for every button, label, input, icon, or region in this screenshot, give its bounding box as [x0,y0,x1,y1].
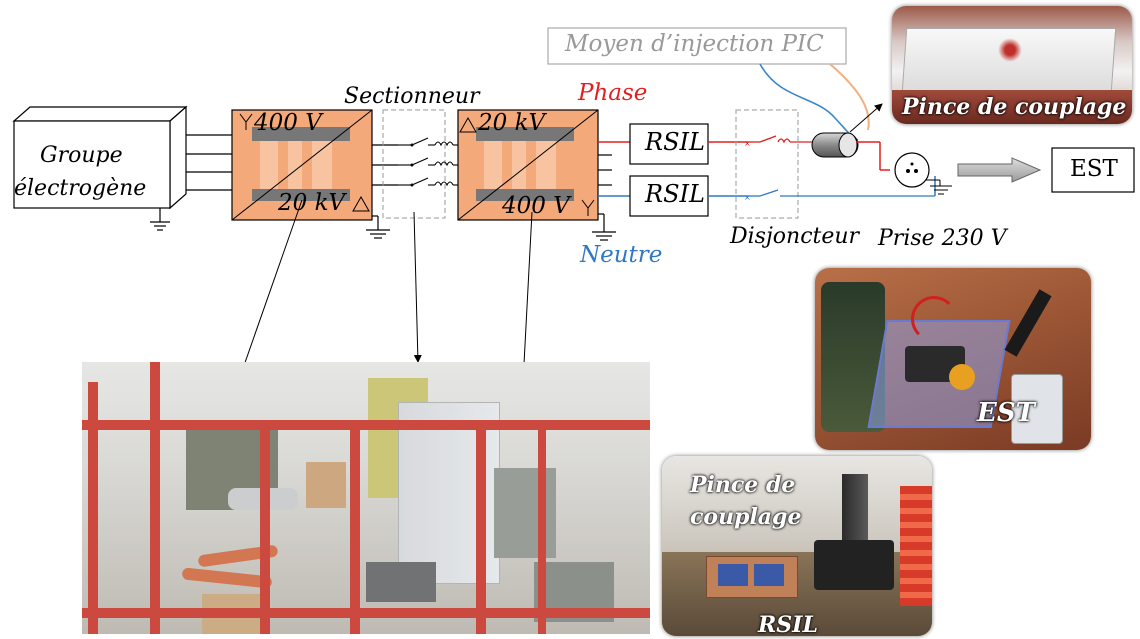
rsil-top-label: RSIL [645,128,705,156]
est-caption: EST [977,398,1035,428]
est-box-label: EST [1070,156,1118,182]
injection-box [547,27,847,65]
coupling-clamp-icon [811,132,859,158]
rsil-top-box [629,123,709,165]
injection-label: Moyen d’injection PIC [565,31,824,57]
generator-ground-icon [150,208,170,231]
coupling-clamp-caption: Pince de couplage [902,94,1127,120]
coupling-clamp-photo: Pince de couplage [892,6,1132,124]
svg-text:×: × [744,193,751,202]
tr2-primary-label: 20 kV [478,110,546,136]
bench-photo: Pince de couplage RSIL [662,456,932,636]
tr1-secondary-label: 20 kV [278,190,346,216]
svg-text:×: × [744,139,751,148]
bench-caption-line2: couplage [690,504,802,530]
neutre-label: Neutre [580,242,663,268]
transformer-2 [457,109,599,221]
bench-caption-line1: Pince de [690,472,796,498]
disjoncteur-label: Disjoncteur [730,224,860,249]
sectionneur-label: Sectionneur [344,84,480,109]
est-photo: EST [815,268,1091,450]
tr2-secondary-label: 400 V [502,193,570,219]
generator-box [12,105,188,210]
bench-caption-rsil: RSIL [758,612,818,636]
prise-label: Prise 230 V [878,226,1007,251]
outlet-icon [894,152,952,195]
arrow-to-est-icon [957,157,1042,183]
rsil-bottom-box [629,175,709,217]
generator-label-line2: électrogène [14,176,147,201]
disjoncteur-box [735,109,799,219]
transformer-1 [231,109,373,221]
rsil-bottom-label: RSIL [645,180,705,208]
generator-label-line1: Groupe [40,143,123,168]
phase-label: Phase [578,80,648,106]
est-box [1051,147,1135,193]
tr1-primary-label: 400 V [254,110,322,136]
sectionneur-switches [398,137,458,187]
lab-photo [82,362,650,634]
